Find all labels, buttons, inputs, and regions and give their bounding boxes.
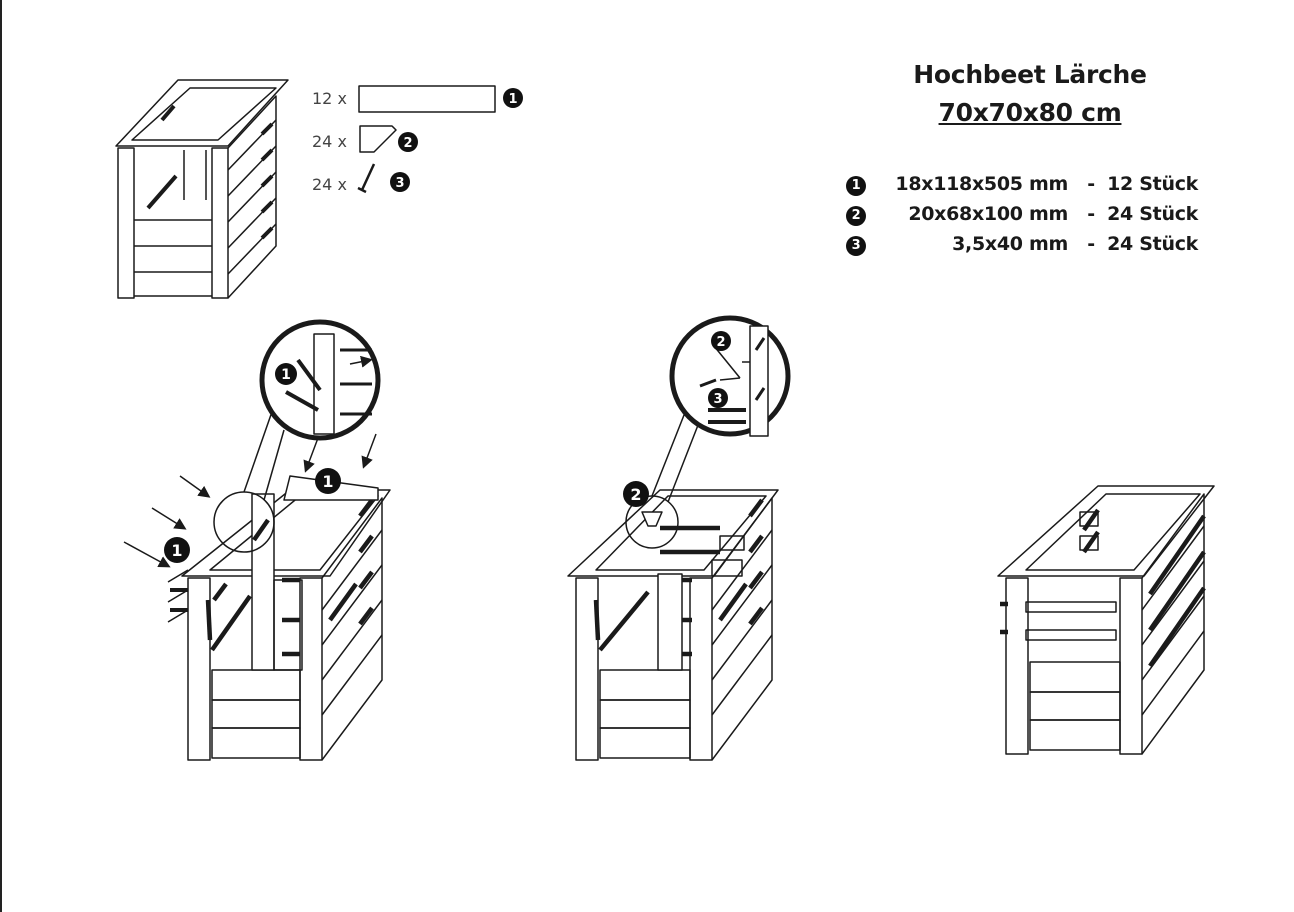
spec-dash: - xyxy=(1087,203,1095,225)
spec-count: 24 Stück xyxy=(1107,233,1198,255)
overview-box-illustration xyxy=(115,79,289,299)
step-2-zoom-bracket-callout: 2 xyxy=(711,331,731,351)
spec-size: 3,5x40 mm xyxy=(952,233,1068,255)
callout-label: 1 xyxy=(281,367,291,383)
spec-row: 1 18x118x505 mm - 12 Stück xyxy=(846,172,1198,202)
part-3-badge: 3 xyxy=(390,172,410,192)
part-number-badge: 3 xyxy=(846,236,866,256)
step-1-illustration xyxy=(123,319,391,761)
step-2-bracket-callout: 2 xyxy=(623,481,649,507)
part-number-badge: 2 xyxy=(846,206,866,226)
step-2-illustration xyxy=(567,315,791,761)
spec-row: 3 3,5x40 mm - 24 Stück xyxy=(846,232,1198,262)
title-block: Hochbeet Lärche 70x70x80 cm xyxy=(880,56,1180,132)
part-1-badge: 1 xyxy=(503,88,523,108)
callout-label: 1 xyxy=(171,541,182,560)
spec-row: 2 20x68x100 mm - 24 Stück xyxy=(846,202,1198,232)
step-2-zoom-screw-callout: 3 xyxy=(708,388,728,408)
spec-count: 24 Stück xyxy=(1107,203,1198,225)
part-number-badge: 1 xyxy=(846,176,866,196)
part-quantity: 24 x xyxy=(312,175,347,194)
part-2-badge: 2 xyxy=(398,132,418,152)
callout-label: 2 xyxy=(716,335,725,350)
spec-dash: - xyxy=(1087,173,1095,195)
screw-part-icon xyxy=(360,163,376,191)
callout-label: 1 xyxy=(322,472,333,491)
spec-size: 18x118x505 mm xyxy=(895,173,1068,195)
step-1-zoom-callout: 1 xyxy=(275,363,297,385)
spec-table: 1 18x118x505 mm - 12 Stück 2 20x68x100 m… xyxy=(846,172,1198,262)
part-quantity: 24 x xyxy=(312,132,347,151)
step-1-board-callout: 1 xyxy=(164,537,190,563)
step-1-board-callout-top: 1 xyxy=(315,468,341,494)
badge-label: 1 xyxy=(508,92,517,107)
callout-label: 3 xyxy=(713,392,722,407)
spec-count: 12 Stück xyxy=(1107,173,1198,195)
callout-label: 2 xyxy=(630,485,641,504)
badge-label: 2 xyxy=(403,136,412,151)
step-3-illustration xyxy=(997,485,1215,755)
page-border-left xyxy=(0,0,2,912)
spec-dash: - xyxy=(1087,233,1095,255)
part-quantity: 12 x xyxy=(312,89,347,108)
page-title: Hochbeet Lärche xyxy=(913,60,1147,89)
badge-label: 3 xyxy=(395,176,404,191)
page-dimensions: 70x70x80 cm xyxy=(938,98,1122,127)
spec-size: 20x68x100 mm xyxy=(908,203,1068,225)
board-part-icon xyxy=(358,85,496,113)
bracket-part-icon xyxy=(359,125,397,153)
